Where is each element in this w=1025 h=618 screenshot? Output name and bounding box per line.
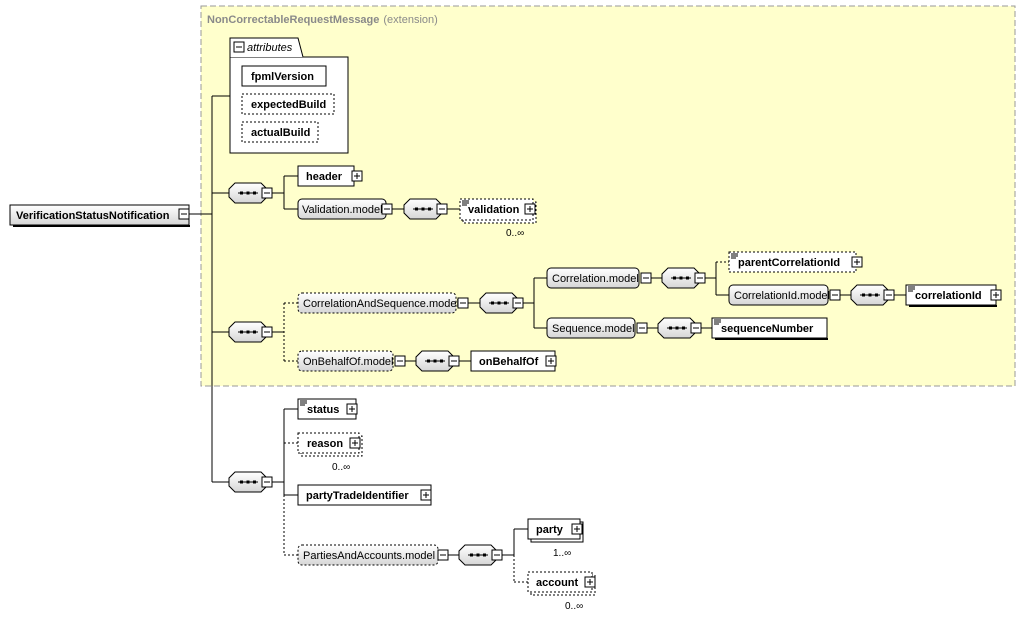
correlation-sequence-collapse-icon[interactable] bbox=[694, 272, 706, 284]
correlation-model-group[interactable] bbox=[546, 267, 640, 289]
party-expand-icon[interactable] bbox=[571, 523, 583, 535]
on-behalf-of-expand-icon[interactable] bbox=[545, 355, 557, 367]
correlation-model-collapse-icon[interactable] bbox=[640, 272, 652, 284]
on-behalf-of-label: onBehalfOf bbox=[479, 356, 539, 368]
attributes-label: attributes bbox=[247, 42, 293, 54]
correlation-sequence-icon bbox=[661, 267, 701, 289]
correlation-id-sequence-collapse-icon[interactable] bbox=[883, 289, 895, 301]
root-element-label: VerificationStatusNotification bbox=[16, 210, 170, 222]
correlation-id-model-label: CorrelationId.model bbox=[734, 290, 830, 302]
sequence-2-icon bbox=[228, 321, 268, 343]
status-expand-icon[interactable] bbox=[346, 403, 358, 415]
attr-actualbuild[interactable] bbox=[241, 121, 319, 143]
sequence-1-collapse-icon[interactable] bbox=[261, 187, 273, 199]
validation-label: validation bbox=[468, 204, 520, 216]
reason-expand-icon[interactable] bbox=[349, 437, 361, 449]
on-behalf-of-sequence-icon bbox=[415, 350, 455, 372]
attributes-collapse-icon[interactable] bbox=[233, 41, 245, 53]
parties-and-accounts-sequence-icon bbox=[458, 544, 498, 566]
sequence-3-icon bbox=[228, 471, 268, 493]
reason-cardinality: 0..∞ bbox=[332, 462, 350, 473]
correlation-id-sequence-icon bbox=[850, 284, 890, 306]
correlation-id-label: correlationId bbox=[915, 290, 982, 302]
attr-expectedbuild-label: expectedBuild bbox=[251, 99, 326, 111]
correlation-id-expand-icon[interactable] bbox=[990, 289, 1002, 301]
sequence-model-sequence-icon bbox=[657, 317, 697, 339]
correlation-id-model-collapse-icon[interactable] bbox=[829, 289, 841, 301]
validation-sequence-icon bbox=[403, 198, 443, 220]
parent-correlation-id-expand-icon[interactable] bbox=[851, 256, 863, 268]
parties-and-accounts-collapse-icon[interactable] bbox=[437, 549, 449, 561]
sequence-model-label: Sequence.model bbox=[552, 323, 635, 335]
correlation-and-sequence-model-label: CorrelationAndSequence.model bbox=[303, 298, 459, 310]
attr-fpmlversion-label: fpmlVersion bbox=[251, 71, 314, 83]
sequence-model-sequence-collapse-icon[interactable] bbox=[690, 322, 702, 334]
correlation-model-label: Correlation.model bbox=[552, 273, 639, 285]
attr-expectedbuild[interactable] bbox=[241, 93, 335, 115]
sequence-model-group[interactable] bbox=[546, 317, 636, 339]
reason-element[interactable] bbox=[297, 432, 360, 454]
validation-expand-icon[interactable] bbox=[524, 203, 536, 215]
validation-model-label: Validation.model bbox=[302, 204, 383, 216]
correlation-and-sequence-collapse-icon[interactable] bbox=[457, 297, 469, 309]
header-label: header bbox=[306, 171, 343, 183]
correlation-and-sequence-sequence-collapse-icon[interactable] bbox=[512, 297, 524, 309]
correlation-and-sequence-model-group[interactable] bbox=[297, 292, 457, 314]
parties-and-accounts-sequence-collapse-icon[interactable] bbox=[491, 549, 503, 561]
on-behalf-of-model-label: OnBehalfOf.model bbox=[303, 356, 394, 368]
account-label: account bbox=[536, 577, 579, 589]
party-cardinality: 1..∞ bbox=[553, 548, 571, 559]
validation-sequence-collapse-icon[interactable] bbox=[436, 203, 448, 215]
sequence-2-collapse-icon[interactable] bbox=[261, 326, 273, 338]
validation-element[interactable] bbox=[459, 198, 534, 221]
attr-fpmlversion[interactable] bbox=[241, 65, 327, 87]
party-trade-identifier-label: partyTradeIdentifier bbox=[306, 490, 409, 502]
parent-correlation-id-label: parentCorrelationId bbox=[738, 257, 840, 269]
sequence-number-label: sequenceNumber bbox=[721, 323, 814, 335]
attr-actualbuild-label: actualBuild bbox=[251, 127, 310, 139]
on-behalf-of-model-collapse-icon[interactable] bbox=[394, 355, 406, 367]
account-expand-icon[interactable] bbox=[584, 576, 596, 588]
sequence-3-collapse-icon[interactable] bbox=[261, 476, 273, 488]
header-expand-icon[interactable] bbox=[351, 170, 363, 182]
attributes-tab bbox=[229, 37, 304, 58]
party-trade-identifier-expand-icon[interactable] bbox=[420, 489, 432, 501]
sequence-model-collapse-icon[interactable] bbox=[636, 322, 648, 334]
parties-and-accounts-model-label: PartiesAndAccounts.model bbox=[303, 550, 435, 562]
party-label: party bbox=[536, 524, 564, 536]
on-behalf-of-sequence-collapse-icon[interactable] bbox=[448, 355, 460, 367]
correlation-id-model-group[interactable] bbox=[728, 284, 829, 306]
validation-model-collapse-icon[interactable] bbox=[381, 203, 393, 215]
reason-label: reason bbox=[307, 438, 343, 450]
sequence-1-icon bbox=[228, 182, 268, 204]
on-behalf-of-model-group[interactable] bbox=[297, 350, 394, 372]
validation-cardinality: 0..∞ bbox=[506, 228, 524, 239]
root-collapse-icon[interactable] bbox=[178, 208, 190, 220]
account-cardinality: 0..∞ bbox=[565, 601, 583, 612]
extension-title: NonCorrectableRequestMessage(extension) bbox=[207, 14, 438, 26]
correlation-and-sequence-sequence-icon bbox=[479, 292, 519, 314]
status-label: status bbox=[307, 404, 339, 416]
